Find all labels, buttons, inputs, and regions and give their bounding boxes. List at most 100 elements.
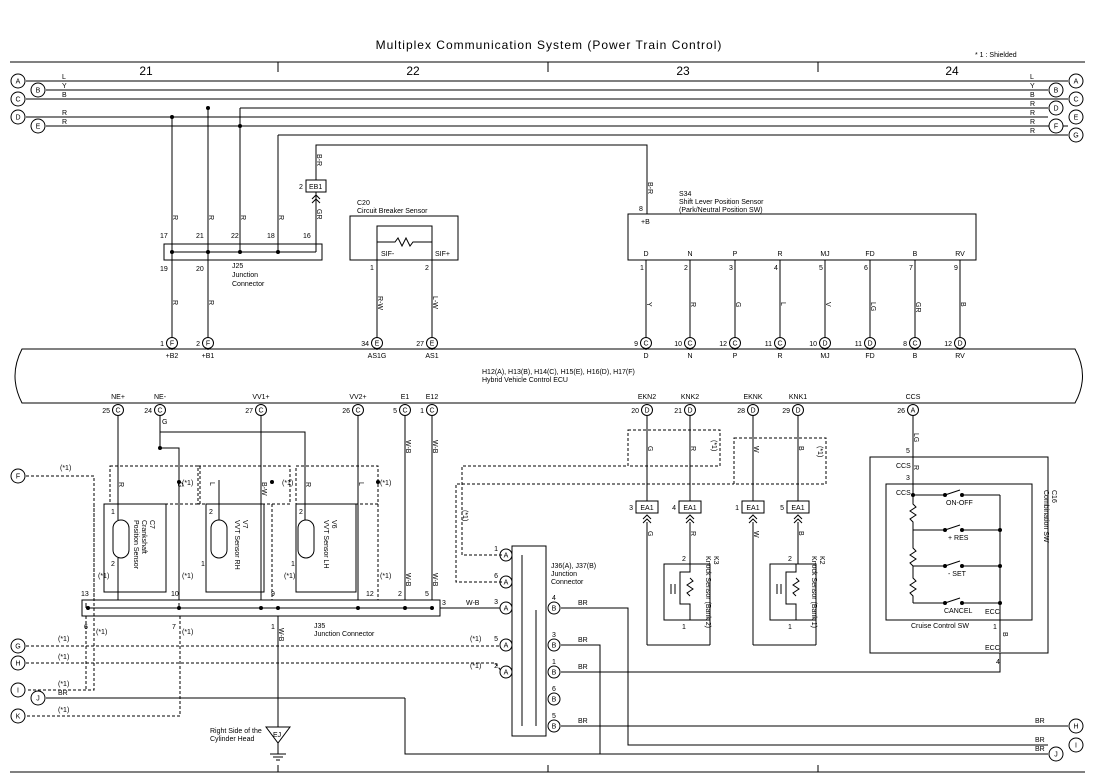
ecu-pin: 25 <box>102 408 110 415</box>
terminal-i: I <box>10 682 26 698</box>
v6-name: V6 <box>330 520 337 529</box>
ecu-label: FD <box>865 353 874 360</box>
wire-color: R <box>239 215 246 220</box>
c20-label: SIF- <box>381 251 395 258</box>
k3-sensor <box>663 563 711 621</box>
ea1-pin: 4 <box>672 505 676 512</box>
c7-sensor <box>103 503 167 593</box>
terminal-j: J <box>1048 746 1064 762</box>
terminal-b: B <box>30 82 46 98</box>
j36-connector-label: A <box>504 553 509 560</box>
v6-desc: VVT Sensor LH <box>322 520 329 569</box>
ecu-connector: C <box>774 337 786 349</box>
ecu-connector: C <box>426 404 438 416</box>
j36-connector-label: A <box>504 606 509 613</box>
ecu-connector-label: A <box>911 408 916 415</box>
s34-name: S34 <box>679 191 692 198</box>
ecu-label: AS1 <box>425 353 438 360</box>
shield-tag: (*1) <box>60 465 71 472</box>
terminal-h: H <box>10 655 26 671</box>
j36-pin: 5 <box>494 636 498 643</box>
ecu-connector-label: C <box>258 408 263 415</box>
k3-desc: Knock Sensor (Bank 2) <box>704 556 711 628</box>
wire-color: R <box>62 110 67 117</box>
ecu-connector-label: E <box>430 341 435 348</box>
terminal-b-label: B <box>36 88 41 95</box>
wire-color: R <box>912 465 919 470</box>
s34-pin: 5 <box>819 265 823 272</box>
ecu-label: P <box>733 353 738 360</box>
j37-connector-label: B <box>552 670 557 677</box>
c20-name: C20 <box>357 200 370 207</box>
j36-j37-connector <box>511 545 547 737</box>
ecu-connector-label: C <box>732 341 737 348</box>
terminal-a: A <box>10 73 26 89</box>
shield-tag: (*1) <box>816 446 823 457</box>
ecu-connector-label: C <box>157 408 162 415</box>
j36-connector: A <box>499 575 513 589</box>
s34-pin: 6 <box>864 265 868 272</box>
wire-color: W-B <box>277 628 284 642</box>
wire-color: GR <box>914 302 921 313</box>
c7-desc2: Position Sensor <box>132 520 139 570</box>
ecu-pin: 28 <box>737 408 745 415</box>
j37-pin: 4 <box>552 595 556 602</box>
j35-desc: Junction Connector <box>314 631 375 638</box>
s34-pin: 2 <box>684 265 688 272</box>
wire-color: B <box>797 446 804 451</box>
shield-tag: (*1) <box>380 480 391 487</box>
ecu-connector-label: D <box>750 408 755 415</box>
wire-color: GR <box>315 209 322 220</box>
c7-desc: Crankshaft <box>140 520 147 554</box>
ecu-connector-label: C <box>355 408 360 415</box>
ej-desc2: Cylinder Head <box>210 736 254 743</box>
j25-pin: 19 <box>160 266 168 273</box>
wire-color: BR <box>1035 718 1045 725</box>
ecu-connector-label: C <box>643 341 648 348</box>
ecu-connector: D <box>747 404 759 416</box>
wire-color: R <box>117 482 124 487</box>
ecu-label: EKNK <box>743 394 762 401</box>
c16-pin: 3 <box>906 475 910 482</box>
wire-color: BR <box>58 690 68 697</box>
j37-connector-label: B <box>552 643 557 650</box>
ecu-label: KNK2 <box>681 394 699 401</box>
ecu-pin: 27 <box>416 341 424 348</box>
terminal-d-label: D <box>1053 106 1058 113</box>
j36-connector-label: A <box>504 580 509 587</box>
switch-label: - SET <box>948 571 967 578</box>
wire-color: B <box>959 302 966 307</box>
terminal-g: G <box>10 638 26 654</box>
terminal-c-label: C <box>1073 97 1078 104</box>
v7-pin: 1 <box>201 561 205 568</box>
ecu-connector-label: D <box>867 341 872 348</box>
c16-pin: 4 <box>996 659 1000 666</box>
terminal-e-label: E <box>36 124 41 131</box>
wire-color: BR <box>578 600 588 607</box>
ecu-connector: D <box>954 337 966 349</box>
ecu-connector: D <box>792 404 804 416</box>
wire-color: R <box>689 531 696 536</box>
wire-color: BR <box>1035 737 1045 744</box>
shield-tag: (*1) <box>470 636 481 643</box>
k3-name: K3 <box>712 556 719 565</box>
c16-desc: Combination SW <box>1042 490 1049 543</box>
eb1-id: EB1 <box>309 184 322 191</box>
j36-connector: A <box>499 601 513 615</box>
ecu-connector-label: E <box>375 341 380 348</box>
ecu-top-pins: F1+B2F2+B1E34AS1GE27AS1C9DC10NC12PC11RD1… <box>160 337 966 360</box>
k3-pin: 1 <box>682 624 686 631</box>
s34-sensor <box>627 213 977 261</box>
k2-name: K2 <box>818 556 825 565</box>
j37-connector-label: B <box>552 697 557 704</box>
ecu-connector-label: D <box>822 341 827 348</box>
ecu-pin: 1 <box>160 341 164 348</box>
terminal-b: B <box>1048 82 1064 98</box>
eb1-pin: 2 <box>299 184 303 191</box>
j37-connector: B <box>547 638 561 652</box>
c20-pin: 1 <box>370 265 374 272</box>
